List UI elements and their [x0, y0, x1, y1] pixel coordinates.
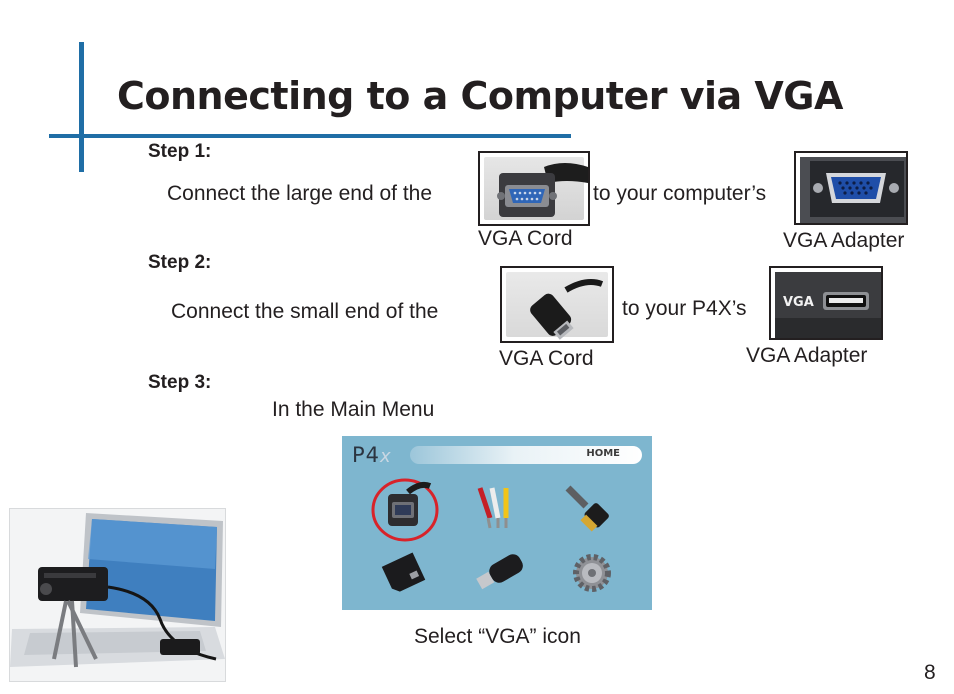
step3-label: Step 3:: [148, 372, 212, 393]
page-number: 8: [924, 661, 936, 684]
laptop-projector-photo: [9, 508, 226, 682]
page-title: Connecting to a Computer via VGA: [117, 74, 843, 118]
step1-text-after: to your computer’s: [593, 182, 767, 205]
p4x-vga-port-photo: VGA: [769, 266, 883, 340]
port-label: VGA: [783, 295, 814, 310]
vga-cord-small-end-photo: [500, 266, 614, 343]
settings-gear-icon[interactable]: [568, 550, 616, 596]
menu-logo: P4x: [352, 443, 392, 467]
menu-home-bar[interactable]: HOME: [410, 446, 642, 464]
step1-text-before: Connect the large end of the: [167, 182, 433, 205]
sd-card-icon[interactable]: [376, 548, 432, 596]
step2-label: Step 2:: [148, 252, 212, 273]
vga-port-icon: [800, 157, 906, 223]
step2-adapter-caption: VGA Adapter: [746, 344, 868, 367]
step2-cord-caption: VGA Cord: [499, 347, 594, 370]
vga-adapter-port-photo: [794, 151, 908, 225]
home-label: HOME: [586, 448, 620, 459]
av-cable-icon[interactable]: [470, 484, 526, 532]
title-vertical-rule: [79, 42, 84, 172]
step1-adapter-caption: VGA Adapter: [783, 229, 905, 252]
usb-drive-icon[interactable]: [470, 548, 530, 596]
step1-cord-caption: VGA Cord: [478, 227, 573, 250]
p4x-port-icon: [775, 272, 881, 338]
main-menu-screen: P4x HOME: [342, 436, 652, 610]
step1-label: Step 1:: [148, 141, 212, 162]
step3-text: In the Main Menu: [272, 398, 435, 421]
vga-icon[interactable]: [370, 474, 440, 542]
step2-text-after: to your P4X’s: [622, 297, 747, 320]
vga-connector-icon: [497, 163, 588, 217]
step2-text-before: Connect the small end of the: [171, 300, 439, 323]
mini-connector-icon: [530, 279, 604, 340]
hdmi-icon[interactable]: [560, 484, 620, 534]
laptop-illustration: [10, 509, 225, 681]
step3-caption: Select “VGA” icon: [414, 625, 581, 648]
title-horizontal-rule: [49, 134, 571, 138]
vga-cord-photo: [478, 151, 590, 226]
